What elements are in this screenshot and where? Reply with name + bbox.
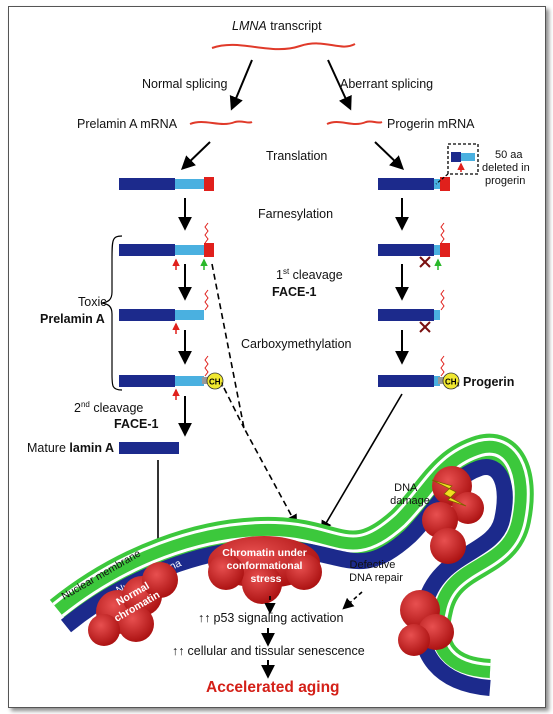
toxic-prelamin-dashed-arrow-2 xyxy=(223,387,245,429)
deletion-note: 50 aa deleted in progerin xyxy=(482,149,533,187)
deletion-pointer xyxy=(435,173,449,185)
damaged-chromatin-blob xyxy=(398,466,484,656)
normal-splicing-arrow xyxy=(229,59,253,111)
farnesyl-group-icon xyxy=(440,289,445,311)
defective-repair-arrow xyxy=(342,591,363,610)
progerin-mrna-wave xyxy=(326,120,383,125)
deletion-inset-box xyxy=(447,143,479,175)
translation-arrow-right xyxy=(374,141,405,170)
methyl-group-icon xyxy=(442,372,460,390)
prelamin-protein-row4: CH3 xyxy=(119,355,224,390)
progerin-mrna-label: Progerin mRNA xyxy=(387,117,475,131)
mature-lamin-protein xyxy=(119,442,179,454)
lightning-bolt-icon xyxy=(431,479,467,507)
toxic-prelamin-dashed-arrow xyxy=(211,263,298,526)
farnesyl-group-icon xyxy=(440,355,445,377)
accelerated-aging-label: Accelerated aging xyxy=(206,679,340,696)
prelamin-protein-row1 xyxy=(119,177,214,191)
farnesyl-group-icon xyxy=(204,355,209,377)
blocked-cleavage-icon xyxy=(419,321,431,333)
aberrant-splicing-label: Aberrant splicing xyxy=(340,77,433,91)
methyl-group-icon xyxy=(206,372,224,390)
second-cleavage-label: 2nd cleavage xyxy=(74,400,143,415)
farnesylation-label: Farnesylation xyxy=(258,207,333,221)
p53-label: ↑↑p53 signaling activation xyxy=(198,611,343,625)
progerin-label: Progerin xyxy=(463,375,514,389)
stressed-chromatin-blob xyxy=(208,536,322,604)
svg-text:CH3: CH3 xyxy=(445,378,460,389)
normal-chromatin-blob xyxy=(88,562,178,646)
first-cleavage-label: 1st cleavage xyxy=(276,267,343,282)
stressed-chromatin-label: Chromatin under conformational stress xyxy=(222,547,310,585)
carboxymethylation-label: Carboxymethylation xyxy=(241,337,352,351)
prelamin-protein-row2 xyxy=(119,222,214,257)
toxic-brace xyxy=(101,235,123,391)
svg-text:CH3: CH3 xyxy=(209,378,224,389)
blocked-cleavage-icon xyxy=(419,256,431,268)
translation-label: Translation xyxy=(266,149,327,163)
mature-lamin-label: Mature lamin A xyxy=(27,441,114,455)
transcript-label: LMNA transcript xyxy=(232,19,322,33)
transcript-mrna-wave xyxy=(211,42,356,51)
normal-splicing-label: Normal splicing xyxy=(142,77,227,91)
prelamin-protein-row3 xyxy=(119,289,209,321)
farnesyl-group-icon xyxy=(440,222,445,244)
progerin-protein-row3 xyxy=(378,289,445,321)
dna-damage-label: DNA damage xyxy=(390,482,430,507)
toxic-prelamin-label: Prelamin A xyxy=(40,312,105,326)
normal-chromatin-label: Normal chromatin xyxy=(106,578,162,625)
farnesyl-group-icon xyxy=(204,289,209,311)
defective-repair-label: Defective DNA repair xyxy=(349,559,403,584)
progerin-protein-row1 xyxy=(378,177,450,191)
face1-label-2: FACE-1 xyxy=(114,417,159,431)
prelamin-mrna-wave xyxy=(189,120,253,125)
senescence-label: ↑↑cellular and tissular senescence xyxy=(172,644,365,658)
progerin-protein-row2 xyxy=(378,222,450,257)
progerin-protein-row4: CH3 xyxy=(378,355,460,390)
prelamin-mrna-label: Prelamin A mRNA xyxy=(77,117,178,131)
aberrant-splicing-arrow xyxy=(327,59,352,111)
toxic-label: Toxic xyxy=(78,295,106,309)
farnesyl-group-icon xyxy=(204,222,209,244)
progerin-to-lamina-arrow xyxy=(320,393,403,532)
deletion-inset-protein xyxy=(451,152,475,162)
translation-arrow-left xyxy=(180,141,211,170)
face1-label: FACE-1 xyxy=(272,285,317,299)
